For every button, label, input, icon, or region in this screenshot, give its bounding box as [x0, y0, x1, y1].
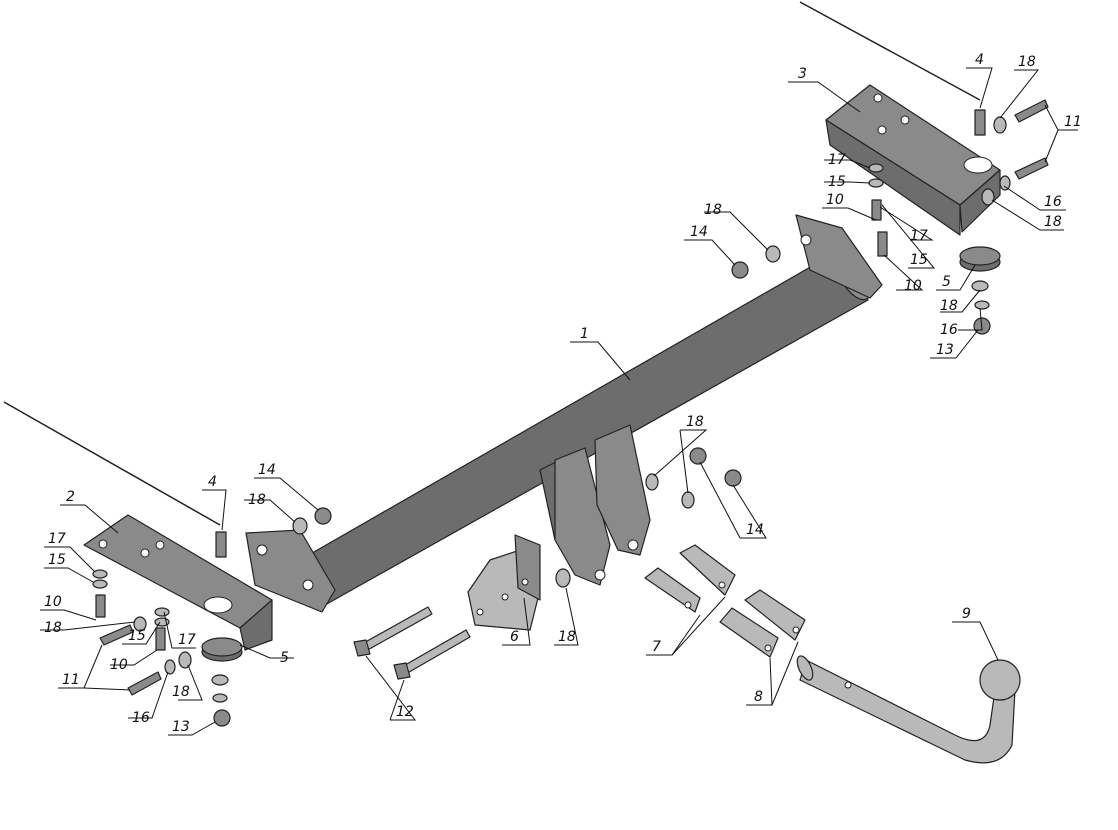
- label-part-3: 3: [798, 66, 807, 82]
- hardware-items: [92, 99, 1049, 727]
- label-part-18-f: 18: [1044, 214, 1062, 230]
- label-part-17-b: 17: [178, 632, 196, 648]
- label-part-15-c: 15: [828, 174, 846, 190]
- label-part-13-right: 13: [936, 342, 954, 358]
- label-part-11-left: 11: [62, 672, 80, 688]
- label-part-18-i: 18: [172, 684, 190, 700]
- label-part-13-left: 13: [172, 719, 190, 735]
- label-part-17-c: 17: [828, 152, 846, 168]
- wire-left: [3, 401, 221, 526]
- receiver-brackets: [539, 424, 651, 586]
- right-bracket: [825, 84, 1001, 236]
- label-part-2: 2: [66, 489, 75, 505]
- label-part-10-d: 10: [904, 278, 922, 294]
- label-part-10-b: 10: [110, 657, 128, 673]
- label-part-9: 9: [962, 606, 971, 622]
- label-part-8: 8: [754, 689, 763, 705]
- label-part-5-right: 5: [942, 274, 951, 290]
- label-part-4-right: 4: [975, 52, 984, 68]
- label-part-17-d: 17: [910, 228, 928, 244]
- label-part-17-a: 17: [48, 531, 66, 547]
- label-part-15-b: 15: [128, 628, 146, 644]
- label-part-16-a: 16: [132, 710, 150, 726]
- label-part-14-right: 14: [746, 522, 764, 538]
- label-part-1: 1: [580, 326, 589, 342]
- rubber-bushings: [201, 246, 1001, 662]
- label-part-4-left: 4: [208, 474, 217, 490]
- label-part-18-e: 18: [1018, 54, 1036, 70]
- label-part-14-left: 14: [258, 462, 276, 478]
- label-part-12: 12: [396, 704, 414, 720]
- label-part-6: 6: [510, 629, 519, 645]
- label-part-18-g: 18: [940, 298, 958, 314]
- spacer-plates: [644, 544, 806, 658]
- left-bracket: [83, 514, 273, 651]
- label-part-14-center: 14: [690, 224, 708, 240]
- label-part-7: 7: [652, 639, 661, 655]
- crossbar-tube: [245, 214, 883, 613]
- long-bolts: [353, 606, 471, 680]
- label-part-15-a: 15: [48, 552, 66, 568]
- socket-plate: [467, 534, 541, 631]
- tow-ball: [796, 655, 1021, 764]
- label-part-15-d: 15: [910, 252, 928, 268]
- label-part-10-a: 10: [44, 594, 62, 610]
- wire-right: [799, 1, 981, 101]
- label-part-5-left: 5: [280, 650, 289, 666]
- label-part-18-h: 18: [44, 620, 62, 636]
- label-part-18-a: 18: [248, 492, 266, 508]
- label-part-18-c: 18: [686, 414, 704, 430]
- leader-lines: [40, 67, 1078, 736]
- label-part-11-right: 11: [1064, 114, 1082, 130]
- label-part-10-c: 10: [826, 192, 844, 208]
- label-part-16-b: 16: [1044, 194, 1062, 210]
- label-part-18-d: 18: [558, 629, 576, 645]
- part-labels: 1 2 3 4 4 5 5 6 7 8 9 10 10 10 10 11 11 …: [44, 52, 1082, 735]
- label-part-16-c: 16: [940, 322, 958, 338]
- label-part-18-b: 18: [704, 202, 722, 218]
